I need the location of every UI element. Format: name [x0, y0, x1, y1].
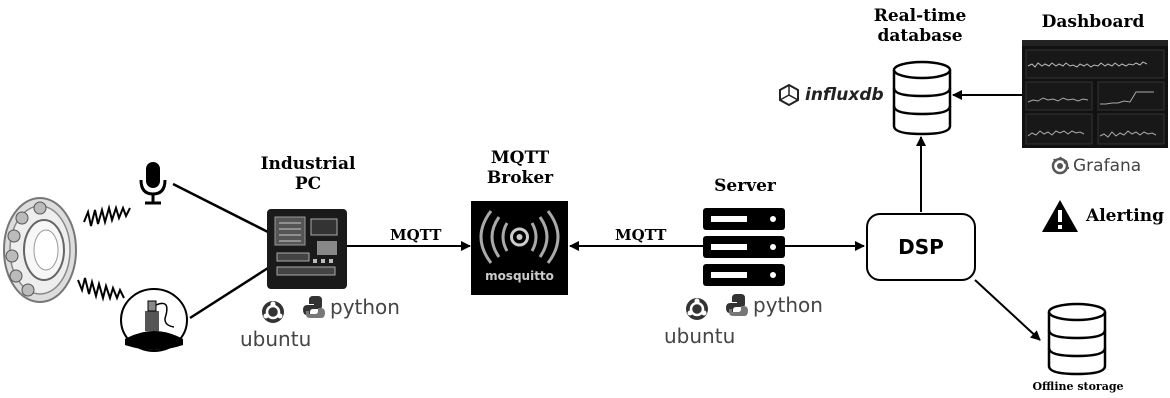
- pc-broker-edge-label: MQTT: [390, 226, 442, 244]
- ubuntu-icon: [686, 298, 708, 320]
- grafana-icon: [1051, 156, 1069, 175]
- mosquitto-text: mosquitto: [485, 269, 554, 283]
- grafana-text: Grafana: [1073, 156, 1142, 176]
- warning-triangle-icon: [1042, 200, 1078, 232]
- alerting-indicator: Alerting: [1040, 196, 1170, 236]
- dsp-box: DSP: [866, 213, 976, 281]
- influxdb-logo: influxdb: [778, 82, 888, 108]
- vibration-wave-lower-icon: [77, 277, 125, 302]
- python-text-pc: python: [330, 295, 400, 319]
- mqtt-broker-label-line1: MQTT: [490, 148, 550, 168]
- dsp-to-offline-arrow: [974, 279, 1041, 341]
- influxdb-cube-icon: [779, 84, 799, 106]
- bearing-icon: [0, 196, 78, 304]
- grafana-logo: Grafana: [1050, 154, 1160, 178]
- python-logo-server: python: [725, 290, 835, 320]
- server-broker-edge-label: MQTT: [615, 226, 667, 244]
- mic-to-pc-line: [172, 182, 269, 234]
- server-label: Server: [714, 176, 776, 196]
- industrial-pc-label-line1: Industrial: [260, 154, 356, 174]
- ubuntu-text-server: ubuntu: [664, 324, 736, 348]
- dsp-label: DSP: [898, 235, 944, 259]
- realtime-db-label-line1: Real-time: [873, 6, 967, 26]
- alerting-text: Alerting: [1086, 206, 1164, 226]
- realtime-db-label: Real-time database: [860, 6, 980, 46]
- dashboard-screenshot: [1022, 40, 1168, 148]
- broadcast-icon: [479, 210, 560, 264]
- mqtt-broker-label: MQTT Broker: [460, 148, 580, 188]
- offline-storage-label: Offline storage: [1032, 380, 1124, 393]
- microphone-icon: [136, 160, 170, 206]
- accelerometer-sensor-icon: [119, 287, 189, 353]
- python-icon: [726, 294, 748, 316]
- mosquitto-logo: mosquitto: [471, 201, 568, 295]
- industrial-pc-board-icon: [267, 209, 347, 289]
- realtime-database-icon: [891, 60, 953, 136]
- python-logo-pc: python: [302, 292, 412, 322]
- ubuntu-logo-pc: ubuntu: [240, 300, 312, 352]
- industrial-pc-label-line2: PC: [294, 174, 322, 194]
- offline-storage-icon: [1046, 302, 1108, 376]
- dashboard-label: Dashboard: [1041, 12, 1145, 32]
- ubuntu-icon: [262, 301, 284, 323]
- python-text-server: python: [753, 293, 823, 317]
- server-rack-icon: [703, 208, 785, 286]
- ubuntu-logo-server: ubuntu: [664, 297, 736, 349]
- mqtt-broker-label-line2: Broker: [486, 168, 554, 188]
- python-icon: [303, 296, 325, 318]
- vibration-wave-upper-icon: [83, 204, 131, 227]
- realtime-db-label-line2: database: [877, 26, 963, 46]
- influxdb-text: influxdb: [805, 85, 884, 105]
- ubuntu-text-pc: ubuntu: [240, 327, 312, 351]
- industrial-pc-label: Industrial PC: [248, 154, 368, 194]
- accelerometer-to-pc-line: [189, 266, 269, 320]
